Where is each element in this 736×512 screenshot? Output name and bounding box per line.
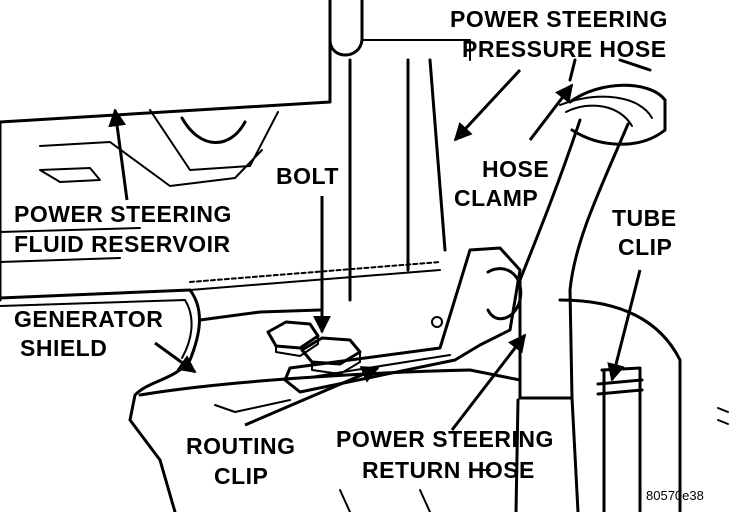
svg-text:POWER STEERING: POWER STEERING	[336, 426, 554, 452]
callout-labels: POWER STEERING PRESSURE HOSE HOSE CLAMP …	[14, 6, 704, 503]
label-tube-clip: TUBE CLIP	[612, 205, 677, 260]
bolt-1	[266, 320, 320, 357]
arrow-return-hose	[450, 333, 527, 431]
svg-text:SHIELD: SHIELD	[20, 335, 107, 361]
svg-text:GENERATOR: GENERATOR	[14, 306, 163, 332]
arrow-hose-clamp	[528, 83, 574, 141]
svg-text:POWER STEERING: POWER STEERING	[450, 6, 668, 32]
svg-text:ROUTING: ROUTING	[186, 433, 296, 459]
label-routing-clip: ROUTING CLIP	[186, 433, 296, 489]
label-bolt: BOLT	[276, 163, 339, 189]
svg-text:TUBE: TUBE	[612, 205, 677, 231]
arrow-pressure-hose	[453, 68, 522, 142]
label-ps-pressure-hose: POWER STEERING PRESSURE HOSE	[450, 6, 668, 62]
svg-text:RETURN HOSE: RETURN HOSE	[362, 457, 535, 483]
arrow-tube-clip	[607, 269, 642, 382]
svg-text:PRESSURE HOSE: PRESSURE HOSE	[462, 36, 667, 62]
label-ps-return-hose: POWER STEERING RETURN HOSE	[336, 426, 554, 483]
bolt-2	[300, 336, 362, 375]
label-hose-clamp: HOSE CLAMP	[454, 156, 549, 211]
label-generator-shield: GENERATOR SHIELD	[14, 306, 163, 361]
arrow-reservoir	[108, 108, 129, 201]
arrow-generator-shield	[154, 341, 197, 374]
leader-arrows	[108, 68, 642, 431]
figure-reference-number: 80570e38	[646, 488, 704, 503]
svg-text:CLIP: CLIP	[214, 463, 268, 489]
label-ps-fluid-reservoir: POWER STEERING FLUID RESERVOIR	[14, 201, 232, 257]
svg-text:POWER STEERING: POWER STEERING	[14, 201, 232, 227]
svg-text:FLUID RESERVOIR: FLUID RESERVOIR	[14, 231, 231, 257]
svg-text:HOSE: HOSE	[482, 156, 549, 182]
svg-text:CLIP: CLIP	[618, 234, 672, 260]
arrow-routing-clip	[244, 366, 380, 427]
svg-text:CLAMP: CLAMP	[454, 185, 538, 211]
